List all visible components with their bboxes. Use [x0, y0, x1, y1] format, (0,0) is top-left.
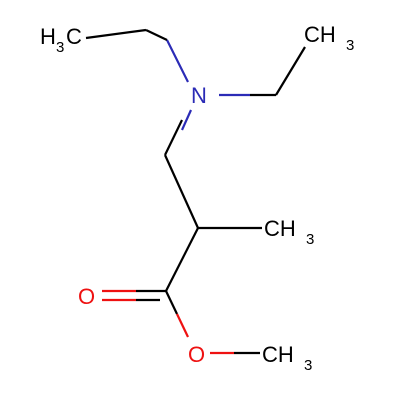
bond-n-ch2: [180, 109, 193, 131]
atom-ch3-branch: CH 3: [264, 216, 314, 248]
atom-ch3-ester: CH 3: [262, 342, 312, 374]
atom-ch3-top-left-h: H: [40, 24, 56, 49]
atom-ch3-ester-sub: 3: [304, 357, 312, 374]
atom-ch3-top-right-ch: CH: [304, 22, 336, 47]
atom-oxygen-carbonyl: O: [78, 284, 95, 309]
carbon-bonds: [85, 28, 306, 355]
bond-carbonyl-carbon-to-o-red: [176, 313, 189, 338]
bond-ch2-n-carbon-half: [164, 119, 183, 156]
atom-ch3-branch-ch: CH: [264, 216, 296, 241]
atom-ch3-top-right-sub: 3: [346, 37, 354, 54]
atom-nitrogen-label: N: [191, 83, 207, 108]
atom-oxygen-carbonyl-label: O: [78, 284, 95, 309]
bond-ethyl-left-ch2-ch3: [85, 28, 147, 40]
bond-ch-carbonyl-carbon: [165, 227, 199, 292]
bond-carbonyl-carbon-to-o: [165, 290, 178, 315]
atom-ch3-top-left-sub: 3: [56, 39, 64, 56]
nitrogen-bonds: [166, 39, 250, 131]
bond-n-ethyl-left: [166, 39, 189, 83]
atom-ch3-top-left: H 3 C: [40, 24, 82, 56]
atom-nitrogen: N: [191, 83, 207, 108]
bond-ethyl-left-ch2-n-carbon-half: [145, 29, 168, 41]
atom-ch3-top-right: CH 3: [304, 22, 354, 54]
oxygen-bonds: [102, 289, 234, 355]
bond-ethyl-right-ch2-ch3: [275, 46, 306, 96]
atom-ch3-top-left-c: C: [66, 24, 82, 49]
atom-ch3-ester-ch: CH: [262, 342, 294, 367]
atom-ch3-branch-sub: 3: [306, 231, 314, 248]
bond-ch2-ch: [163, 154, 200, 229]
atom-oxygen-ester: O: [188, 342, 205, 367]
atom-oxygen-ester-label: O: [188, 342, 205, 367]
carbon-bonds-extra: [145, 29, 276, 97]
